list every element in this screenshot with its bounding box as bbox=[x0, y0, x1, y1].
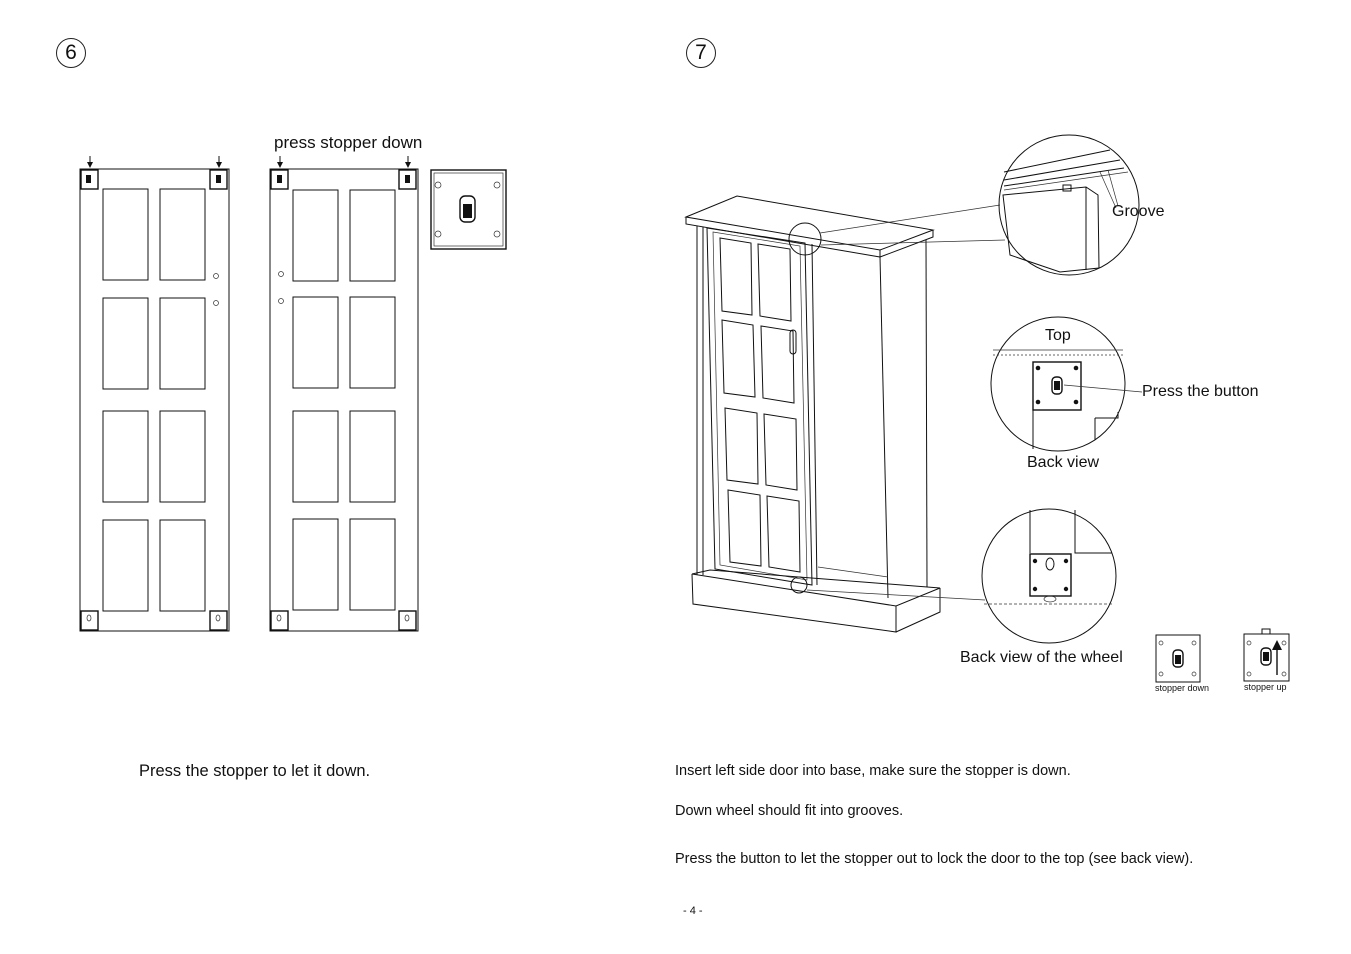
door-right-drawing bbox=[269, 156, 419, 632]
stopper-up-label: stopper up bbox=[1244, 682, 1287, 692]
back-view-wheel-label: Back view of the wheel bbox=[960, 649, 1123, 666]
door-left-drawing bbox=[79, 156, 230, 632]
back-view-label: Back view bbox=[1027, 454, 1100, 471]
cabinet-drawing bbox=[684, 195, 1006, 633]
top-label: Top bbox=[1045, 327, 1071, 344]
step-7-instruction-2: Down wheel should fit into grooves. bbox=[675, 803, 904, 819]
stopper-up-diagram bbox=[1243, 628, 1290, 682]
press-button-label: Press the button bbox=[1142, 383, 1259, 400]
stopper-detail-box bbox=[430, 169, 507, 250]
stopper-down-label: stopper down bbox=[1155, 683, 1210, 693]
step-7-number: 7 bbox=[686, 38, 716, 68]
step-7-instruction-1: Insert left side door into base, make su… bbox=[675, 763, 1071, 779]
back-view-detail bbox=[990, 316, 1143, 452]
step-7-instruction-3: Press the button to let the stopper out … bbox=[675, 851, 1194, 867]
groove-detail bbox=[998, 134, 1140, 276]
step-6-number: 6 bbox=[56, 38, 86, 68]
press-stopper-down-label: press stopper down bbox=[274, 133, 423, 152]
groove-label: Groove bbox=[1112, 203, 1165, 220]
wheel-back-view-detail bbox=[981, 508, 1117, 644]
step-6-instruction: Press the stopper to let it down. bbox=[139, 762, 371, 780]
stopper-down-diagram bbox=[1155, 634, 1201, 683]
page-number: - 4 - bbox=[683, 905, 703, 917]
